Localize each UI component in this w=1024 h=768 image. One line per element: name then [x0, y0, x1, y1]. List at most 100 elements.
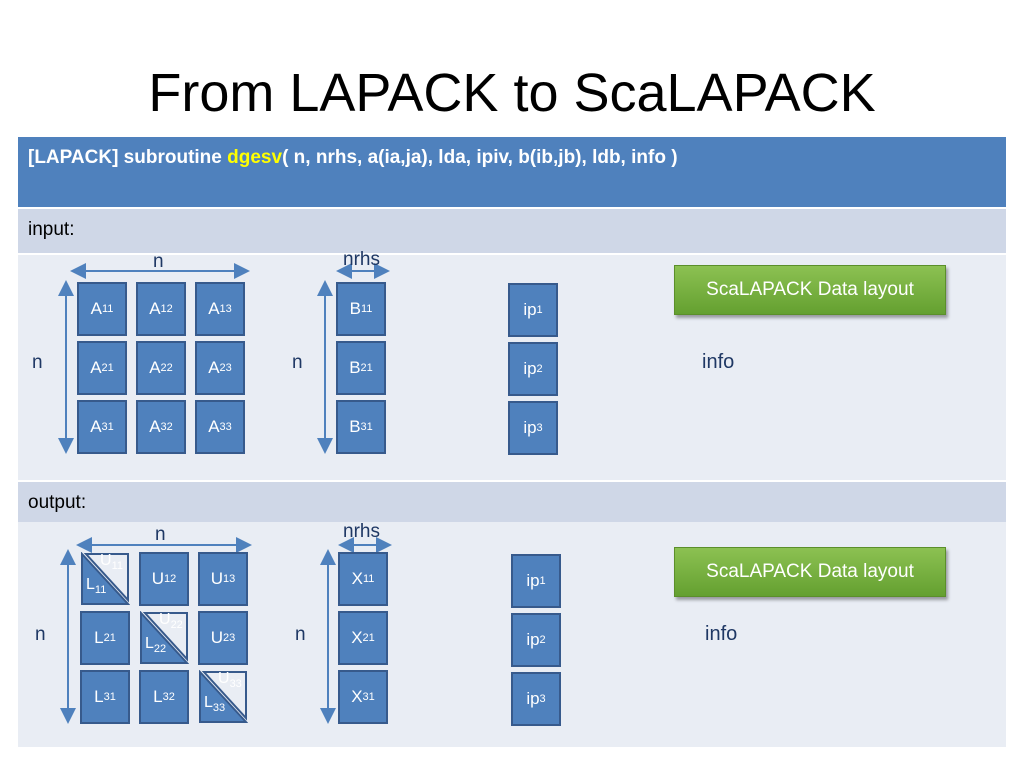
input-n-side-b-label: n [292, 352, 303, 373]
slide-title: From LAPACK to ScaLAPACK [148, 63, 876, 123]
lu-cell-subscript: 31 [103, 691, 116, 703]
lu-cell-subscript: 13 [223, 573, 236, 585]
upper-subscript: 33 [229, 678, 242, 691]
matrix-a-cell-subscript: 33 [219, 421, 232, 433]
lower-base: L [86, 576, 95, 593]
matrix-a-cell-base: A [149, 299, 161, 318]
upper-subscript: 22 [170, 619, 183, 632]
matrix-a-cell-subscript: 31 [101, 421, 114, 433]
solution-x-cell-base: X [351, 569, 363, 588]
output-info-label: info [705, 623, 738, 645]
lower-subscript: 11 [94, 584, 107, 597]
matrix-b-cell-subscript: 21 [360, 362, 373, 374]
solution-x-cell-subscript: 31 [362, 691, 375, 703]
matrix-a-cell-subscript: 13 [219, 303, 232, 315]
matrix-a-cell-base: A [149, 417, 161, 436]
matrix-a-cell-subscript: 21 [101, 362, 114, 374]
lower-base: L [204, 694, 213, 711]
matrix-a-cell-base: A [208, 299, 220, 318]
lu-diagonal-cell-lower: L33 [204, 694, 225, 714]
ipiv-cell-subscript: 3 [536, 422, 543, 434]
input-label-band: input: [18, 209, 1006, 253]
solution-x-cell-subscript: 11 [362, 573, 375, 585]
output-n-side-x-label: n [295, 624, 306, 645]
matrix-a-cell-base: A [208, 417, 220, 436]
lu-cell-subscript: 32 [162, 691, 175, 703]
matrix-a-cell-base: A [90, 358, 102, 377]
lu-cell-base: L [94, 628, 104, 647]
matrix-a-cell-subscript: 22 [160, 362, 173, 374]
matrix-a-cell-base: A [149, 358, 161, 377]
ipiv-cell-base: ip [523, 300, 537, 319]
matrix-a-cell-base: A [208, 358, 220, 377]
lower-subscript: 33 [212, 702, 226, 715]
output-n-side-label: n [35, 624, 46, 645]
matrix-a-cell-subscript: 12 [160, 303, 173, 315]
lower-base: L [145, 635, 154, 652]
matrix-b-cell-base: B [349, 358, 361, 377]
upper-base: U [159, 611, 171, 628]
input-label: input: [28, 219, 75, 240]
lu-diagonal-cell-lower: L11 [86, 576, 106, 596]
scalapack-data-layout-button-output[interactable]: ScaLAPACK Data layout [674, 547, 946, 597]
matrix-b-cell-base: B [349, 417, 361, 436]
output-label: output: [28, 492, 87, 513]
ipiv-cell-subscript: 1 [539, 575, 546, 587]
upper-base: U [100, 552, 112, 569]
matrix-a-cell-subscript: 11 [101, 303, 114, 315]
lu-cell-base: U [151, 569, 165, 588]
ipiv-cell-base: ip [526, 571, 540, 590]
matrix-a-cell-base: A [90, 417, 102, 436]
lu-cell-subscript: 23 [223, 632, 236, 644]
signature-prefix: [LAPACK] subroutine [28, 147, 228, 168]
solution-x-cell-subscript: 21 [362, 632, 375, 644]
scalapack-data-layout-button-input[interactable]: ScaLAPACK Data layout [674, 265, 946, 315]
lu-cell-base: U [210, 628, 224, 647]
subroutine-signature: [LAPACK] subroutine dgesv( n, nrhs, a(ia… [28, 147, 678, 169]
matrix-a-cell-subscript: 32 [160, 421, 173, 433]
lu-cell-base: L [153, 687, 163, 706]
ipiv-cell-subscript: 1 [536, 304, 543, 316]
matrix-a-cell-base: A [90, 299, 102, 318]
solution-x-cell-base: X [351, 628, 363, 647]
lu-cell-subscript: 12 [164, 573, 177, 585]
upper-base: U [218, 670, 230, 687]
lu-diagonal-cell-upper: U33 [218, 670, 242, 690]
ipiv-cell-subscript: 2 [539, 634, 546, 646]
ipiv-cell-base: ip [526, 630, 540, 649]
ipiv-cell-base: ip [526, 689, 540, 708]
input-info-label: info [702, 351, 735, 373]
lower-subscript: 22 [153, 643, 167, 656]
lu-cell-base: L [94, 687, 104, 706]
matrix-b-cell-subscript: 11 [360, 303, 373, 315]
upper-subscript: 11 [111, 560, 123, 573]
ipiv-cell-base: ip [523, 418, 537, 437]
signature-args: ( n, nrhs, a(ia,ja), lda, ipiv, b(ib,jb)… [282, 147, 678, 168]
